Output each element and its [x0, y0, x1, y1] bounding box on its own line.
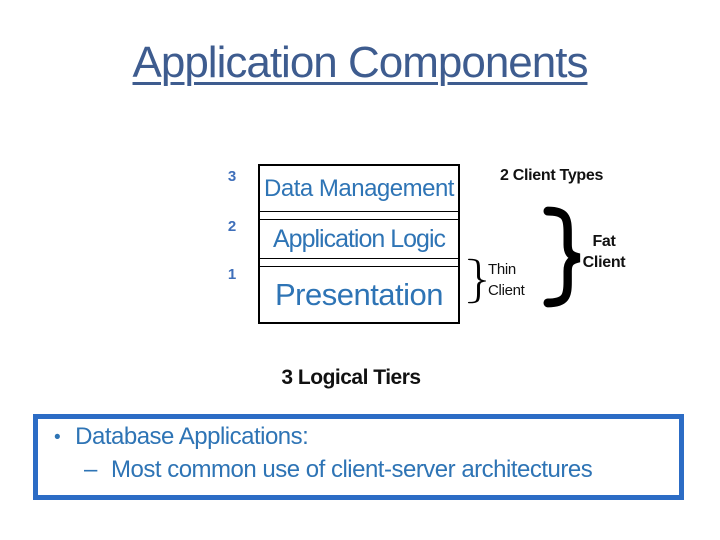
- tier-number-2: 2: [227, 218, 237, 235]
- bullet-icon: •: [54, 427, 61, 448]
- tier-separator: [260, 258, 458, 267]
- callout-sub-bullet-line: – Most common use of client-server archi…: [84, 456, 679, 484]
- callout-bullet-line: • Database Applications:: [54, 423, 679, 451]
- dash-icon: –: [84, 456, 97, 483]
- fat-client-label: Fat Client: [576, 231, 632, 273]
- tier-box-data-management: Data Management: [260, 166, 458, 211]
- fat-client-line2: Client: [582, 254, 626, 271]
- tier-label: Presentation: [274, 276, 444, 312]
- thin-client-brace-icon: [467, 258, 486, 304]
- thin-client-label: Thin Client: [488, 259, 525, 301]
- tier-separator: [260, 211, 458, 220]
- fat-client-line1: Fat: [592, 233, 616, 250]
- thin-client-line1: Thin: [488, 261, 516, 278]
- callout-box: • Database Applications: – Most common u…: [33, 414, 684, 500]
- tier-stack-diagram: Data Management Application Logic Presen…: [258, 164, 460, 324]
- client-types-heading: 2 Client Types: [500, 167, 604, 184]
- thin-client-line2: Client: [488, 282, 525, 299]
- diagram-caption: 3 Logical Tiers: [281, 366, 421, 389]
- tier-box-presentation: Presentation: [260, 267, 458, 322]
- tier-label: Application Logic: [272, 224, 446, 253]
- callout-bullet-text: Database Applications:: [75, 423, 309, 450]
- tier-number-3: 3: [227, 168, 237, 185]
- tier-number-1: 1: [227, 266, 237, 283]
- tier-label: Data Management: [264, 174, 454, 202]
- fat-client-brace-icon: [543, 206, 581, 308]
- tier-box-application-logic: Application Logic: [260, 220, 458, 258]
- callout-sub-bullet-text: Most common use of client-server archite…: [111, 456, 593, 483]
- slide-title: Application Components: [132, 38, 589, 87]
